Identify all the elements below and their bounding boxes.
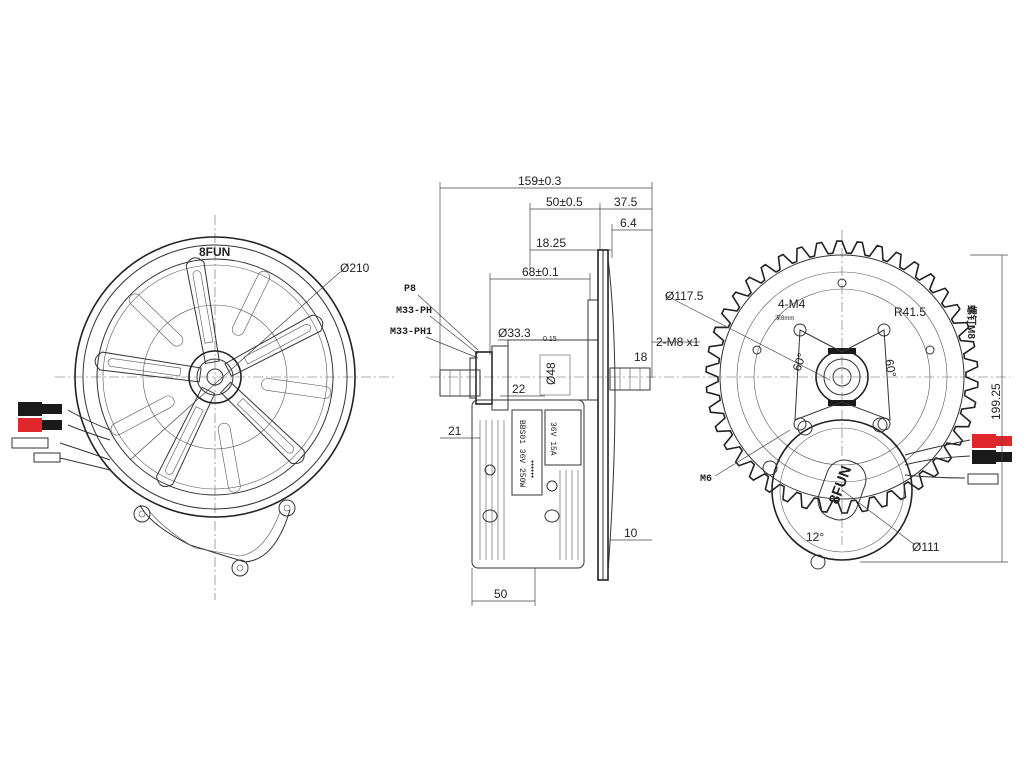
name-plate-1	[511, 409, 543, 496]
dim-angle-60b: 60°	[882, 358, 899, 378]
left-cables	[11, 402, 111, 471]
mount-lug-3	[278, 499, 296, 517]
hub-mid	[196, 358, 234, 396]
mount-lug-1	[133, 505, 151, 523]
wheel-inner-ring	[142, 304, 288, 450]
chainring-view: Ø117.5 4-M4 深8mm R41.5 螺钉M8 60° 60° M6 8…	[664, 230, 1012, 570]
label-m33-ph: M33-PH	[396, 306, 432, 317]
dim-18: 18	[634, 350, 648, 364]
wheel-rim-2	[82, 244, 348, 510]
chainring-root	[719, 254, 965, 500]
dim-6-4: 6.4	[620, 216, 637, 230]
plate-text-1: BBS01 36V 250W	[517, 420, 526, 487]
dim-r41-5: R41.5	[894, 305, 926, 319]
side-top-dims: 159±0.3 50±0.5 37.5 6.4 18.25 68±0.1	[439, 174, 653, 378]
plate-text-2: 36V 15A	[548, 422, 557, 456]
chainring-dish	[607, 257, 616, 573]
dim-angle-12: 12°	[806, 530, 824, 544]
side-callouts: P8 M33-PH M33-PH1	[390, 284, 479, 359]
motor-fins	[479, 420, 579, 560]
plate-dots: ●●●●●●	[529, 460, 535, 478]
spider	[794, 329, 891, 421]
dim-10: 10	[624, 526, 638, 540]
dim-dia-33-tol: 0.15	[543, 336, 557, 343]
dim-37-5: 37.5	[614, 195, 638, 209]
connector-black	[18, 402, 42, 416]
dim-4-m4: 4-M4	[778, 297, 806, 311]
right-cables	[904, 434, 1012, 485]
connector-plug-2	[33, 452, 61, 463]
dim-22: 22	[512, 382, 526, 396]
dim-50-bottom: 50	[494, 587, 508, 601]
dim-m6: M6	[700, 474, 712, 485]
motor-cylinder	[771, 419, 913, 561]
connector-black-right	[972, 450, 996, 464]
wheel-rim-3	[96, 258, 334, 496]
front-view: 8FUN Ø210	[11, 215, 395, 600]
chainring-inner-1	[736, 271, 948, 483]
dim-4-m4-note: 深8mm	[775, 314, 794, 322]
dim-diameter-210: Ø210	[340, 261, 370, 275]
dim-dia-33: Ø33.3	[498, 326, 531, 340]
hub-outer	[188, 350, 242, 404]
dim-199-25: 199.25	[989, 383, 1003, 420]
motor-body	[471, 399, 585, 569]
dim-50-tol: 50±0.5	[546, 195, 583, 209]
name-plate-2	[544, 409, 582, 466]
chainring-bcd	[753, 288, 931, 466]
left-brand-logo: 8FUN	[199, 245, 230, 259]
dim-21: 21	[448, 424, 462, 438]
motor-housing-inner	[149, 511, 281, 557]
motor-logo-plate	[817, 459, 867, 521]
dim-bolt-note: 螺钉M8	[965, 305, 978, 339]
ring-hub-inner	[832, 367, 852, 387]
dim-angle-60a: 60°	[790, 351, 809, 373]
wheel-outer-rim	[74, 236, 356, 518]
dim-dia-48: Ø48	[544, 362, 558, 385]
wheel-slots	[110, 270, 332, 493]
connector-red-right	[972, 434, 996, 448]
dim-68-tol: 68±0.1	[522, 265, 559, 279]
connector-plug-right	[967, 473, 999, 485]
dim-dia-111: Ø111	[912, 540, 940, 554]
mount-lug-2	[231, 559, 249, 577]
wheel-spokes	[94, 257, 324, 487]
front-dim-leader	[129, 271, 341, 461]
dim-18-25: 18.25	[536, 236, 566, 250]
connector-plug	[11, 437, 49, 449]
connector-red	[18, 418, 42, 432]
label-m33-ph1: M33-PH1	[390, 327, 432, 338]
dim-dia-117-5: Ø117.5	[665, 289, 704, 303]
side-view: 159±0.3 50±0.5 37.5 6.4 18.25 68±0.1 P8 …	[390, 174, 700, 606]
dim-bolt-m8: 2-M8 x1	[656, 335, 700, 349]
wheel-rim-4	[102, 264, 328, 490]
label-p8: P8	[404, 284, 416, 295]
dim-total-width: 159±0.3	[518, 174, 562, 188]
